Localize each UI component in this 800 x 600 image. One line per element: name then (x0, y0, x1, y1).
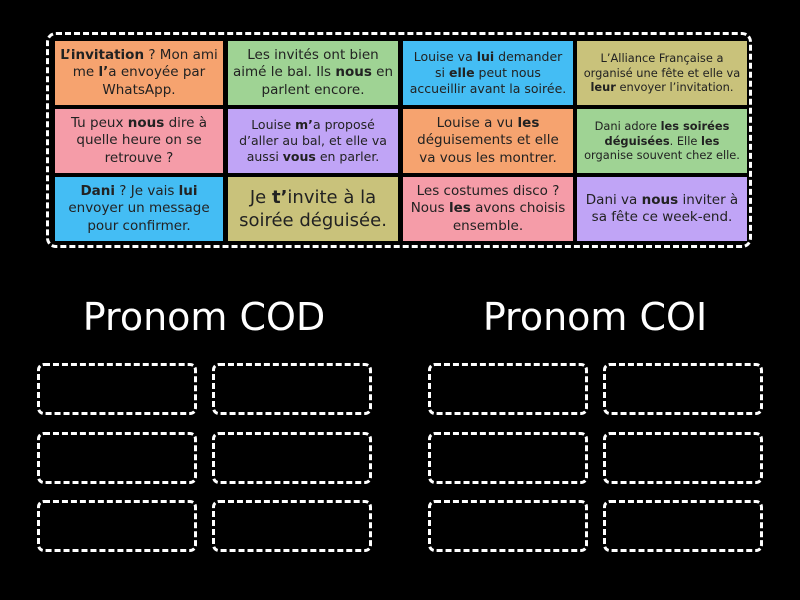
drop-slot-cod-3[interactable] (37, 432, 197, 484)
drop-slot-cod-5[interactable] (37, 500, 197, 552)
card-text: Louise a vu les déguisements et elle va … (417, 115, 559, 166)
sentence-card[interactable]: Dani ? Je vais lui envoyer un message po… (55, 177, 223, 241)
card-text: Tu peux nous dire à quelle heure on se r… (70, 115, 208, 166)
sentence-card[interactable]: Dani adore les soirées déguisées. Elle l… (577, 109, 747, 173)
group-heading-coi: Pronom COI (482, 295, 708, 339)
drop-slot-coi-4[interactable] (603, 432, 763, 484)
drop-slot-cod-1[interactable] (37, 363, 197, 415)
card-text: Louise m’a proposé d’aller au bal, et el… (239, 117, 387, 164)
card-text: Louise va lui demander si elle peut nous… (409, 49, 567, 96)
sentence-card[interactable]: Dani va nous inviter à sa fête ce week-e… (577, 177, 747, 241)
sentence-card[interactable]: Tu peux nous dire à quelle heure on se r… (55, 109, 223, 173)
card-text: Les costumes disco ? Nous les avons choi… (410, 183, 566, 234)
sentence-card[interactable]: Les costumes disco ? Nous les avons choi… (403, 177, 573, 241)
sentence-card[interactable]: Je t’invite à la soirée déguisée. (228, 177, 398, 241)
drop-slot-cod-6[interactable] (212, 500, 372, 552)
drop-slot-coi-1[interactable] (428, 363, 588, 415)
drop-slot-coi-5[interactable] (428, 500, 588, 552)
card-text: Dani va nous inviter à sa fête ce week-e… (585, 191, 739, 225)
sentence-card[interactable]: Louise m’a proposé d’aller au bal, et el… (228, 109, 398, 173)
card-text: Les invités ont bien aimé le bal. Ils no… (232, 47, 394, 98)
card-pool (46, 32, 752, 248)
sentence-card[interactable]: L’invitation ? Mon ami me l’a envoyée pa… (55, 41, 223, 105)
card-text: L’Alliance Française a organisé une fête… (583, 51, 741, 95)
sentence-card[interactable]: Louise a vu les déguisements et elle va … (403, 109, 573, 173)
drop-slot-cod-2[interactable] (212, 363, 372, 415)
card-text: Je t’invite à la soirée déguisée. (239, 186, 387, 231)
drop-slot-coi-2[interactable] (603, 363, 763, 415)
drop-slot-cod-4[interactable] (212, 432, 372, 484)
sentence-card[interactable]: Les invités ont bien aimé le bal. Ils no… (228, 41, 398, 105)
sentence-card[interactable]: Louise va lui demander si elle peut nous… (403, 41, 573, 105)
sentence-card[interactable]: L’Alliance Française a organisé une fête… (577, 41, 747, 105)
drop-slot-coi-3[interactable] (428, 432, 588, 484)
card-text: Dani ? Je vais lui envoyer un message po… (68, 183, 210, 234)
group-heading-cod: Pronom COD (82, 295, 326, 339)
drop-slot-coi-6[interactable] (603, 500, 763, 552)
card-text: Dani adore les soirées déguisées. Elle l… (584, 119, 740, 163)
card-text: L’invitation ? Mon ami me l’a envoyée pa… (60, 47, 218, 98)
